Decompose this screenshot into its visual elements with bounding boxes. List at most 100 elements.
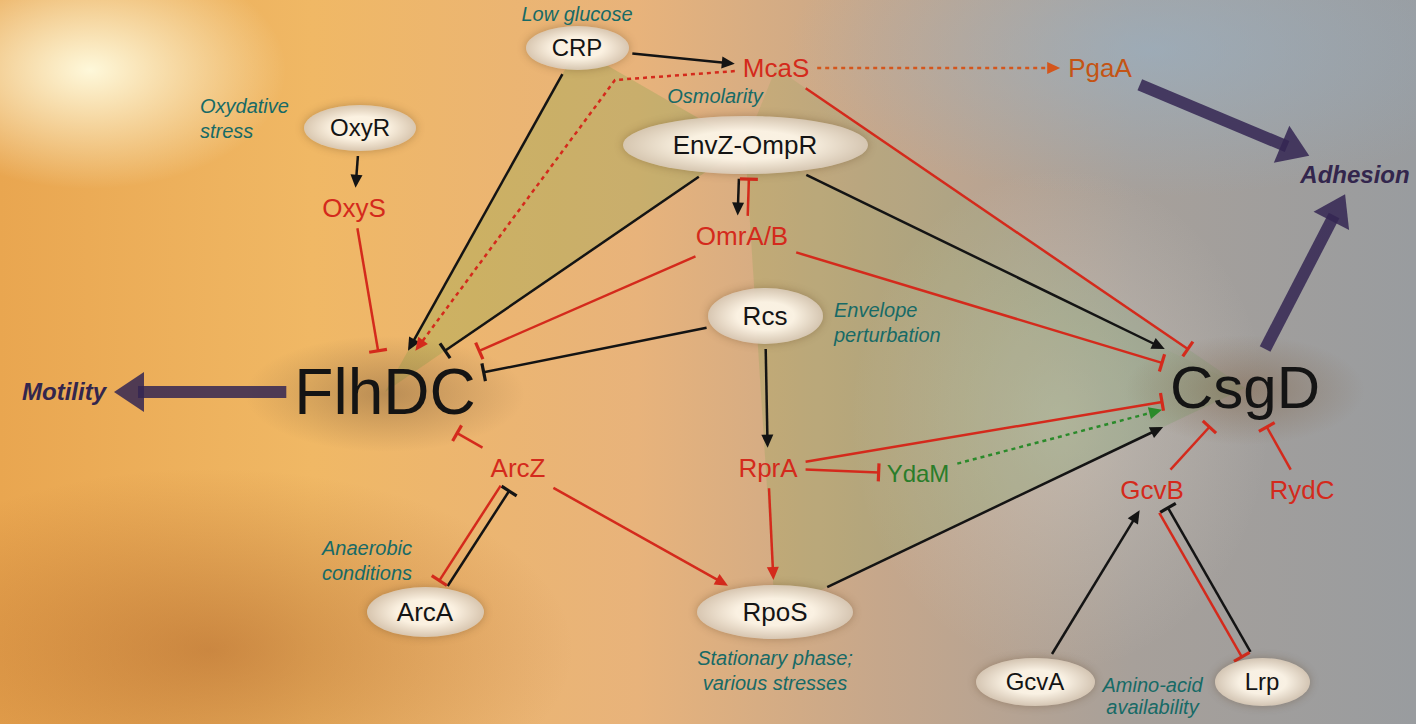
connector-line [138,386,286,398]
node-name: RydC [1269,476,1334,505]
connector-line [1171,427,1210,470]
node-name: CsgD [1170,355,1320,421]
connector-line [796,252,1162,363]
inhibition-bar [476,343,483,359]
node-name: RprA [738,454,797,483]
activation-connector [957,407,1162,463]
inhibition-bar [1159,354,1164,371]
regulator-ellipse: OsmolarityEnvZ-OmpR [623,116,868,174]
connector-line [806,88,1188,349]
regulator-label: YdaM [884,460,953,488]
activation-connector [1052,510,1140,654]
regulator-ellipse: RpoSStationary phase; various stresses [697,585,853,639]
connector-line [448,491,509,586]
connector-line [1168,508,1251,652]
output-arrow [1140,85,1309,163]
inhibition-bar [482,363,486,381]
condition-note: Osmolarity [645,84,785,109]
condition-note: Low glucose [507,2,647,27]
regulator-label: OmrA/B [693,221,791,252]
condition-note: Amino-acid availability [1095,674,1210,718]
regulator-ellipse: Envelope perturbationRcs [708,288,823,344]
regulator-label: CsgD [1167,354,1323,422]
arrow-head [1047,62,1060,74]
arrow-head [1149,427,1163,438]
green-shading [745,68,1245,388]
repression-connector [1160,503,1250,652]
connector-line [445,177,699,351]
repression-connector [796,252,1164,371]
connector-line [1052,519,1134,654]
repression-connector [482,328,707,381]
node-name: Rcs [743,302,788,331]
arrow-head [721,57,735,69]
node-shadow [245,336,525,452]
connector-line [766,349,768,437]
node-name: ArcA [397,598,453,627]
regulator-label: GcvB [1117,475,1187,506]
connector-line [748,179,749,216]
condition-note: Oxydative stress [200,94,306,144]
arrow-head [767,567,779,580]
activation-connector [827,427,1163,587]
repression-connector [440,177,699,359]
regulator-ellipse: Lrp [1215,658,1310,706]
connector-line [422,71,735,342]
node-name: EnvZ-OmpR [673,131,817,160]
arrow-head [351,174,363,187]
connector-line [457,433,482,448]
regulator-label: ArcZ [488,453,549,484]
connector-line [484,328,707,373]
inhibition-bar [432,576,447,586]
node-name: RpoS [742,598,807,627]
connector-line [806,470,879,473]
condition-note: Anaerobic conditions [322,536,462,586]
activation-connector [408,74,562,351]
activation-connector [732,179,744,216]
activation-connector [632,54,734,69]
connector-line [632,54,724,63]
activation-connector [761,349,773,448]
arrow-head [1274,126,1309,163]
arrow-head [415,337,428,351]
connector-line [817,67,1050,70]
activation-connector [553,488,728,586]
repression-connector [432,486,501,586]
arrow-head [761,435,773,448]
activation-connector [767,488,779,580]
repression-connector [357,228,387,352]
regulator-ellipse: GcvA [976,658,1095,706]
node-name: CRP [552,35,603,61]
repression-connector [448,486,517,586]
repression-connector [1259,423,1291,470]
inhibition-bar [1160,393,1163,411]
regulator-ellipse: Anaerobic conditionsArcA [367,587,484,637]
node-name: YdaM [887,461,950,487]
node-name: Adhesion [1300,162,1409,188]
regulator-ellipse: Low glucoseCRP [526,26,629,70]
node-name: Motility [22,379,106,405]
connector-line [737,179,740,205]
node-name: OxyR [330,115,390,141]
inhibition-bar [877,463,881,481]
arrow-head [732,202,744,215]
inhibition-bar [1259,423,1275,432]
repression-connector [476,256,696,359]
connector-line [356,156,358,177]
connector-line [553,488,719,581]
inhibition-bar [740,177,758,181]
node-name: OmrA/B [696,222,788,251]
node-name: McaS [743,54,809,83]
connector-line [957,413,1152,464]
condition-note: Stationary phase; various stresses [680,646,870,696]
connector-line [1267,427,1291,470]
output-arrow [114,372,286,412]
condition-note: Envelope perturbation [834,298,964,348]
connector-line [827,432,1154,588]
node-shadow [1125,335,1365,445]
activation-connector [415,71,734,351]
regulator-label: McaS [740,53,812,84]
arrow-head [114,372,144,412]
